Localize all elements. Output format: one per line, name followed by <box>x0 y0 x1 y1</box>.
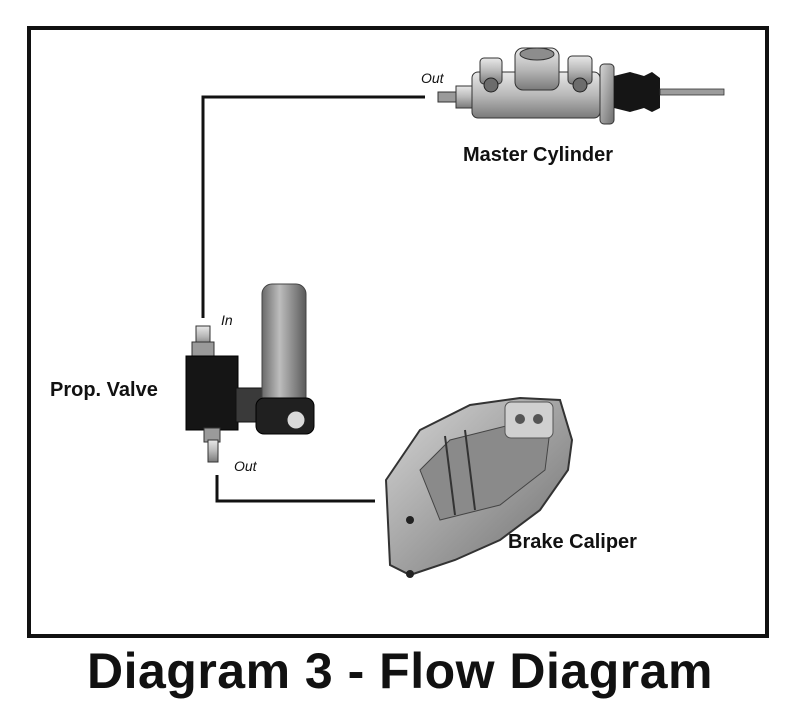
brake-caliper-image <box>384 396 574 578</box>
master-cylinder-out-label: Out <box>421 70 444 86</box>
brake-caliper-label: Brake Caliper <box>508 531 637 553</box>
brake-line-mc-to-valve <box>201 95 425 318</box>
prop-valve-label: Prop. Valve <box>50 379 158 401</box>
master-cylinder-image <box>437 47 725 125</box>
flow-diagram-art <box>185 47 725 578</box>
prop-valve-in-label: In <box>221 312 233 328</box>
prop-valve-out-label: Out <box>234 458 257 474</box>
brake-line-valve-to-caliper <box>215 475 375 503</box>
diagram-caption: Diagram 3 - Flow Diagram <box>86 643 714 699</box>
master-cylinder-label: Master Cylinder <box>463 144 614 166</box>
prop-valve-image <box>185 283 315 463</box>
